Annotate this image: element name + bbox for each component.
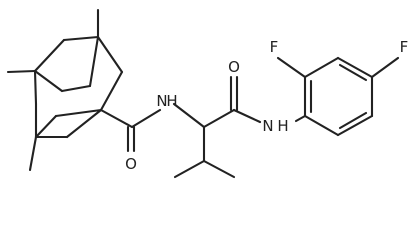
bond <box>28 135 38 172</box>
oxygen-label: O <box>228 58 240 76</box>
nitrogen-label: N <box>156 92 167 110</box>
bond <box>338 63 368 82</box>
bond <box>202 108 236 129</box>
bond <box>338 111 368 130</box>
bond <box>294 114 307 123</box>
fluorine-label: F <box>270 38 279 56</box>
bond <box>303 56 340 79</box>
bond <box>33 69 64 93</box>
bond <box>88 35 100 88</box>
structure-canvas: O N H O N H F F <box>6 8 409 179</box>
nitrogen-label: N <box>262 117 273 135</box>
fluorine-label: F <box>400 38 409 56</box>
bond <box>276 56 307 79</box>
adamantane-cage <box>6 8 124 172</box>
molecule-structure: O N H O N H F F <box>6 8 409 179</box>
bond <box>336 56 374 79</box>
bond <box>33 38 66 73</box>
bond <box>34 114 58 139</box>
difluorophenyl-ring <box>276 56 400 137</box>
bond <box>130 108 162 129</box>
hydrogen-label: H <box>166 92 177 110</box>
bond <box>232 108 262 124</box>
bond <box>303 114 340 137</box>
bond <box>336 114 374 137</box>
bond <box>54 108 103 118</box>
bond <box>172 102 206 129</box>
bond <box>62 35 100 42</box>
bond <box>60 84 92 93</box>
oxygen-label: O <box>125 155 137 173</box>
bond <box>202 159 236 179</box>
bond <box>65 108 103 139</box>
bond <box>99 70 124 112</box>
bond <box>6 69 37 74</box>
bond <box>370 56 400 79</box>
bond <box>96 35 124 74</box>
bond <box>99 108 134 129</box>
hydrogen-label: H <box>277 117 288 135</box>
bond <box>173 159 206 179</box>
bond <box>33 69 38 106</box>
valine-amide-chain <box>99 75 307 179</box>
